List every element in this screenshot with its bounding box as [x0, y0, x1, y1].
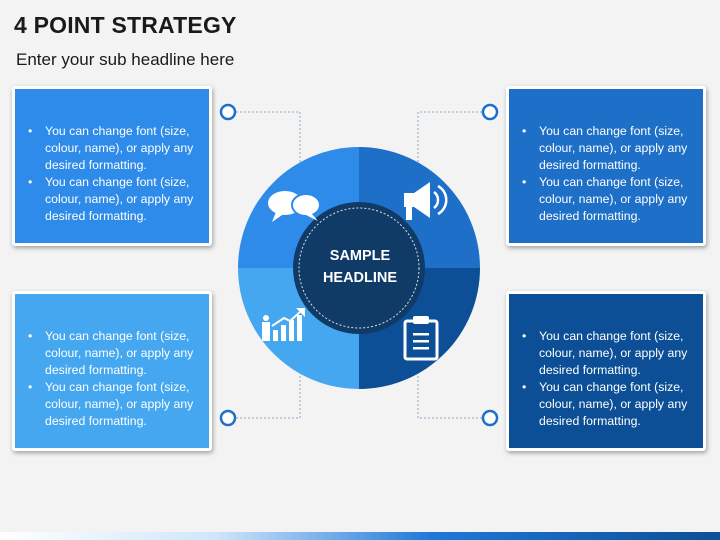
connector-top-right [417, 111, 482, 176]
bullet-item: You can change font (size, colour, name)… [28, 328, 209, 379]
center-headline: SAMPLE HEADLINE [296, 245, 424, 289]
connector-dots [219, 103, 499, 427]
text-box-top-left: You can change font (size, colour, name)… [12, 86, 212, 246]
speech-bubbles-icon [268, 191, 321, 222]
text-box-top-right: You can change font (size, colour, name)… [506, 86, 706, 246]
page-subtitle: Enter your sub headline here [16, 50, 235, 69]
megaphone-icon [404, 182, 448, 220]
connector-bottom-right [417, 356, 482, 419]
connector-dot-top-right [481, 103, 499, 121]
bullet-item: You can change font (size, colour, name)… [522, 174, 703, 225]
center-circle-dotted-ring [298, 207, 420, 329]
page-title: 4 POINT STRATEGY [14, 12, 237, 38]
growth-chart-icon [262, 308, 305, 341]
connector-top-left [236, 111, 301, 176]
bullet-item: You can change font (size, colour, name)… [28, 123, 209, 174]
connector-bottom-left [236, 356, 301, 419]
connector-dot-bottom-left [219, 409, 237, 427]
bullet-item: You can change font (size, colour, name)… [522, 328, 703, 379]
bullet-item: You can change font (size, colour, name)… [28, 379, 209, 430]
center-circle [293, 202, 425, 334]
footer-gradient-bar [0, 532, 720, 540]
bullet-item: You can change font (size, colour, name)… [28, 174, 209, 225]
clipboard-icon [403, 316, 439, 361]
center-headline-line1: SAMPLE [329, 248, 391, 264]
connector-dot-top-left [219, 103, 237, 121]
connector-dot-bottom-right [481, 409, 499, 427]
text-box-bottom-left: You can change font (size, colour, name)… [12, 291, 212, 451]
bullet-item: You can change font (size, colour, name)… [522, 379, 703, 430]
center-headline-line2: HEADLINE [322, 270, 398, 286]
bullet-item: You can change font (size, colour, name)… [522, 123, 703, 174]
text-box-bottom-right: You can change font (size, colour, name)… [506, 291, 706, 451]
connector-lines [236, 111, 482, 419]
